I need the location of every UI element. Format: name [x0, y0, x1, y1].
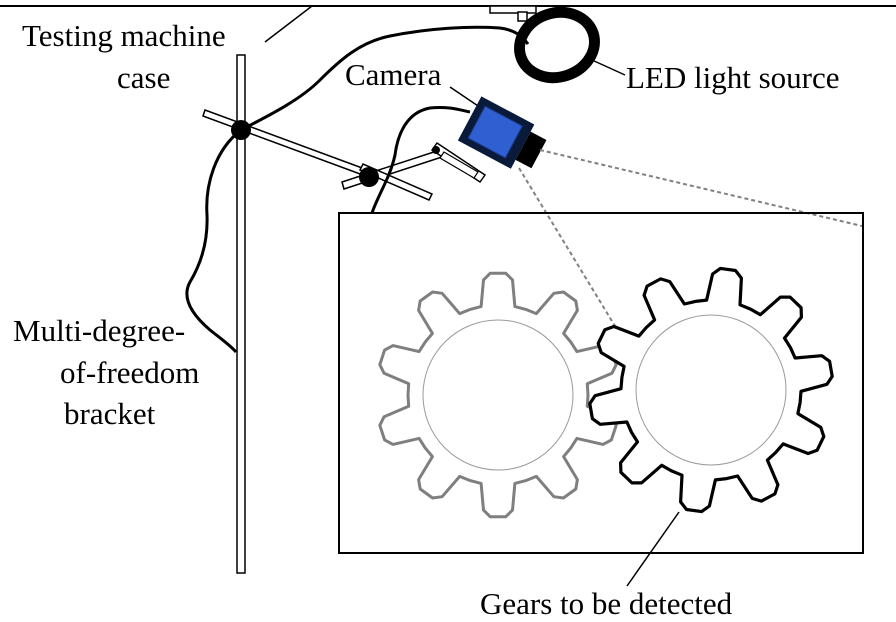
cable-bracket [185, 128, 242, 353]
gears-leader [626, 511, 680, 587]
led-label: LED light source [626, 60, 840, 95]
camera-arm-b [439, 151, 479, 179]
led-mount [489, 5, 537, 14]
camera [457, 96, 547, 169]
inspection-frame [338, 212, 864, 554]
cable-led [240, 25, 530, 132]
led-leader [591, 59, 626, 76]
bracket-joint-small [432, 146, 440, 154]
bracket-joint-lower [359, 167, 379, 187]
case-label-line1: Testing machine [22, 18, 226, 53]
camera-label: Camera [345, 57, 442, 92]
view-ray-right [539, 149, 863, 227]
bracket-pole [236, 54, 246, 574]
gears-layer [378, 266, 834, 519]
bracket-label-line2: of-freedom [60, 355, 199, 390]
bracket-label-line3: bracket [64, 396, 156, 431]
case-leader [264, 5, 313, 43]
bracket-label-line1: Multi-degree- [13, 313, 185, 348]
camera-lens [515, 131, 547, 169]
led-ring [514, 6, 600, 84]
camera-screen [467, 105, 523, 159]
case-label-line2: case [117, 60, 170, 95]
gear-right-outline [588, 266, 834, 514]
led-mount-stem [517, 11, 528, 22]
gears-label: Gears to be detected [480, 586, 733, 621]
gear-right-base-circle [635, 314, 787, 466]
cable-camera [370, 106, 471, 214]
gear-left-base-circle [422, 319, 574, 471]
gear-left-outline [378, 271, 618, 519]
